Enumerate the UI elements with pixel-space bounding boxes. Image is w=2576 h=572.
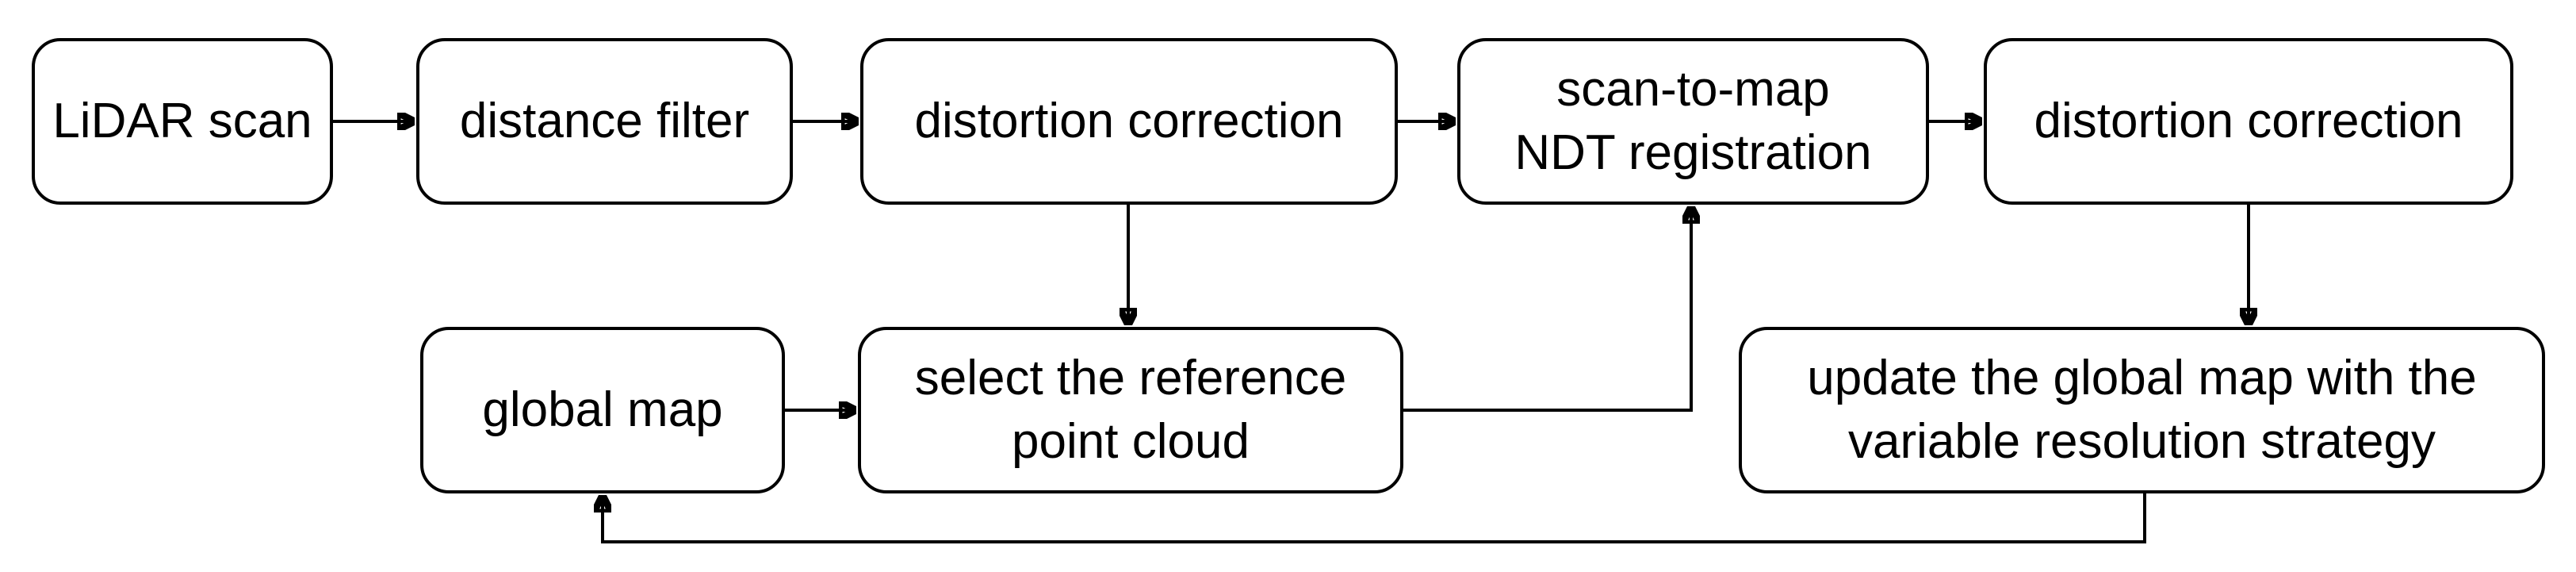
edge-arrow-select-reference-to-scan-to-map [1403,208,1691,412]
node-global-map: global map [420,327,785,493]
node-distance-filter: distance filter [416,38,793,205]
edge-arrow-update-global-map-to-global-map [603,493,2146,543]
node-lidar-scan: LiDAR scan [32,38,333,205]
node-distortion-correction-1: distortion correction [860,38,1398,205]
node-select-reference-point-cloud: select the reference point cloud [858,327,1403,493]
node-distortion-correction-2: distortion correction [1984,38,2513,205]
node-update-global-map: update the global map with the variable … [1739,327,2545,493]
node-scan-to-map-ndt-registration: scan-to-map NDT registration [1457,38,1929,205]
